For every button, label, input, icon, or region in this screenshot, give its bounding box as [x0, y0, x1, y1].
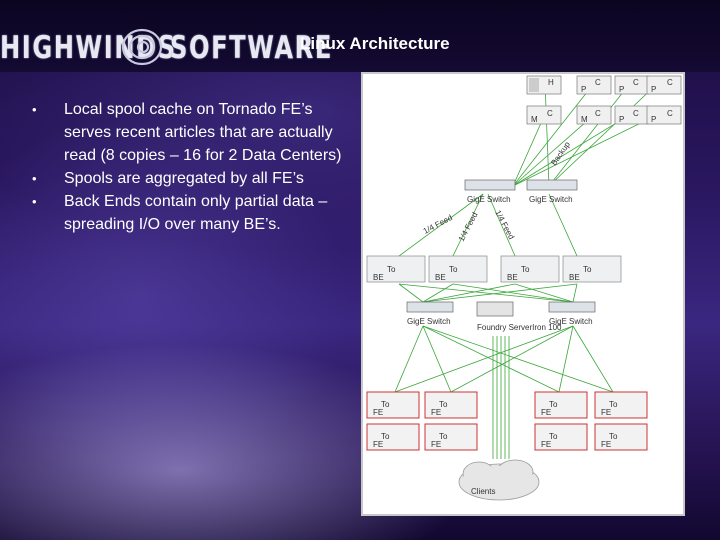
bullet-dot-icon: • — [32, 102, 37, 117]
svg-text:To: To — [439, 400, 448, 409]
bullet-dot-icon: • — [32, 194, 37, 209]
svg-text:1/4 Feed: 1/4 Feed — [422, 213, 454, 236]
svg-text:BE: BE — [435, 273, 446, 282]
svg-text:To: To — [609, 400, 618, 409]
svg-text:FE: FE — [373, 440, 383, 449]
svg-text:To: To — [549, 400, 558, 409]
swirl-logo-icon — [121, 28, 163, 66]
lower-switches: GigE Switch Foundry ServerIron 100 GigE … — [406, 301, 596, 332]
router-label: Foundry ServerIron 100 — [477, 323, 562, 332]
svg-text:FE: FE — [541, 408, 551, 417]
switch-label: GigE Switch — [467, 195, 511, 204]
svg-text:P: P — [651, 85, 656, 94]
svg-text:FE: FE — [373, 408, 383, 417]
be-server-row: To BE To BE To BE To BE — [366, 255, 622, 283]
upper-switches: GigE Switch GigE Switch — [464, 179, 578, 204]
svg-text:P: P — [619, 115, 624, 124]
svg-text:FE: FE — [541, 440, 551, 449]
svg-text:BE: BE — [569, 273, 580, 282]
clients-cloud-icon: Clients — [458, 459, 540, 501]
svg-text:C: C — [595, 78, 601, 87]
connection-lines — [394, 81, 660, 459]
bullet-item: •Back Ends contain only partial data – s… — [28, 190, 358, 236]
top-server-row-2: C M C M C P C P — [526, 105, 682, 125]
svg-text:BE: BE — [507, 273, 518, 282]
svg-text:C: C — [547, 109, 553, 118]
svg-text:To: To — [381, 432, 390, 441]
svg-text:To: To — [449, 265, 458, 274]
svg-text:1/4 Feed: 1/4 Feed — [493, 209, 516, 241]
router-icon — [476, 301, 514, 317]
slide-title: Linux Architecture — [300, 34, 450, 53]
header-bar: HIGHWINDS SOFTWARE Linux Architecture — [0, 0, 720, 72]
bullet-item: •Spools are aggregated by all FE’s — [28, 167, 358, 190]
bullet-list: •Local spool cache on Tornado FE’s serve… — [28, 98, 358, 236]
top-server-label: H — [548, 78, 554, 87]
svg-text:GigE Switch: GigE Switch — [407, 317, 451, 326]
clients-label: Clients — [471, 487, 495, 496]
top-server-row-1: H C P C P C P — [526, 75, 682, 95]
switch-label: GigE Switch — [529, 195, 573, 204]
svg-text:BE: BE — [373, 273, 384, 282]
bullet-dot-icon: • — [32, 171, 37, 186]
svg-text:FE: FE — [601, 408, 611, 417]
svg-text:To: To — [521, 265, 530, 274]
svg-text:GigE Switch: GigE Switch — [549, 317, 593, 326]
svg-text:FE: FE — [601, 440, 611, 449]
fe-server-rows: To FE To FE To FE To FE To FE To FE To F… — [366, 391, 648, 451]
svg-text:C: C — [667, 109, 673, 118]
svg-text:FE: FE — [431, 440, 441, 449]
bullet-item: •Local spool cache on Tornado FE’s serve… — [28, 98, 358, 167]
svg-text:To: To — [387, 265, 396, 274]
svg-text:To: To — [549, 432, 558, 441]
svg-text:P: P — [619, 85, 624, 94]
svg-text:FE: FE — [431, 408, 441, 417]
svg-text:P: P — [651, 115, 656, 124]
svg-text:To: To — [583, 265, 592, 274]
svg-text:To: To — [381, 400, 390, 409]
svg-text:1/4 Feed: 1/4 Feed — [457, 211, 480, 243]
svg-text:C: C — [633, 109, 639, 118]
svg-text:C: C — [667, 78, 673, 87]
svg-text:C: C — [595, 109, 601, 118]
svg-text:M: M — [581, 115, 588, 124]
feed-labels: 1/4 Feed 1/4 Feed 1/4 Feed Backup — [422, 140, 573, 243]
svg-text:P: P — [581, 85, 586, 94]
architecture-diagram: H C P C P C P C M C M C P C P — [361, 72, 685, 516]
svg-text:M: M — [531, 115, 538, 124]
architecture-diagram-svg: H C P C P C P C M C M C P C P — [366, 75, 682, 501]
svg-text:To: To — [439, 432, 448, 441]
logo-wordmark-software: SOFTWARE — [170, 30, 333, 66]
svg-text:C: C — [633, 78, 639, 87]
svg-text:To: To — [609, 432, 618, 441]
